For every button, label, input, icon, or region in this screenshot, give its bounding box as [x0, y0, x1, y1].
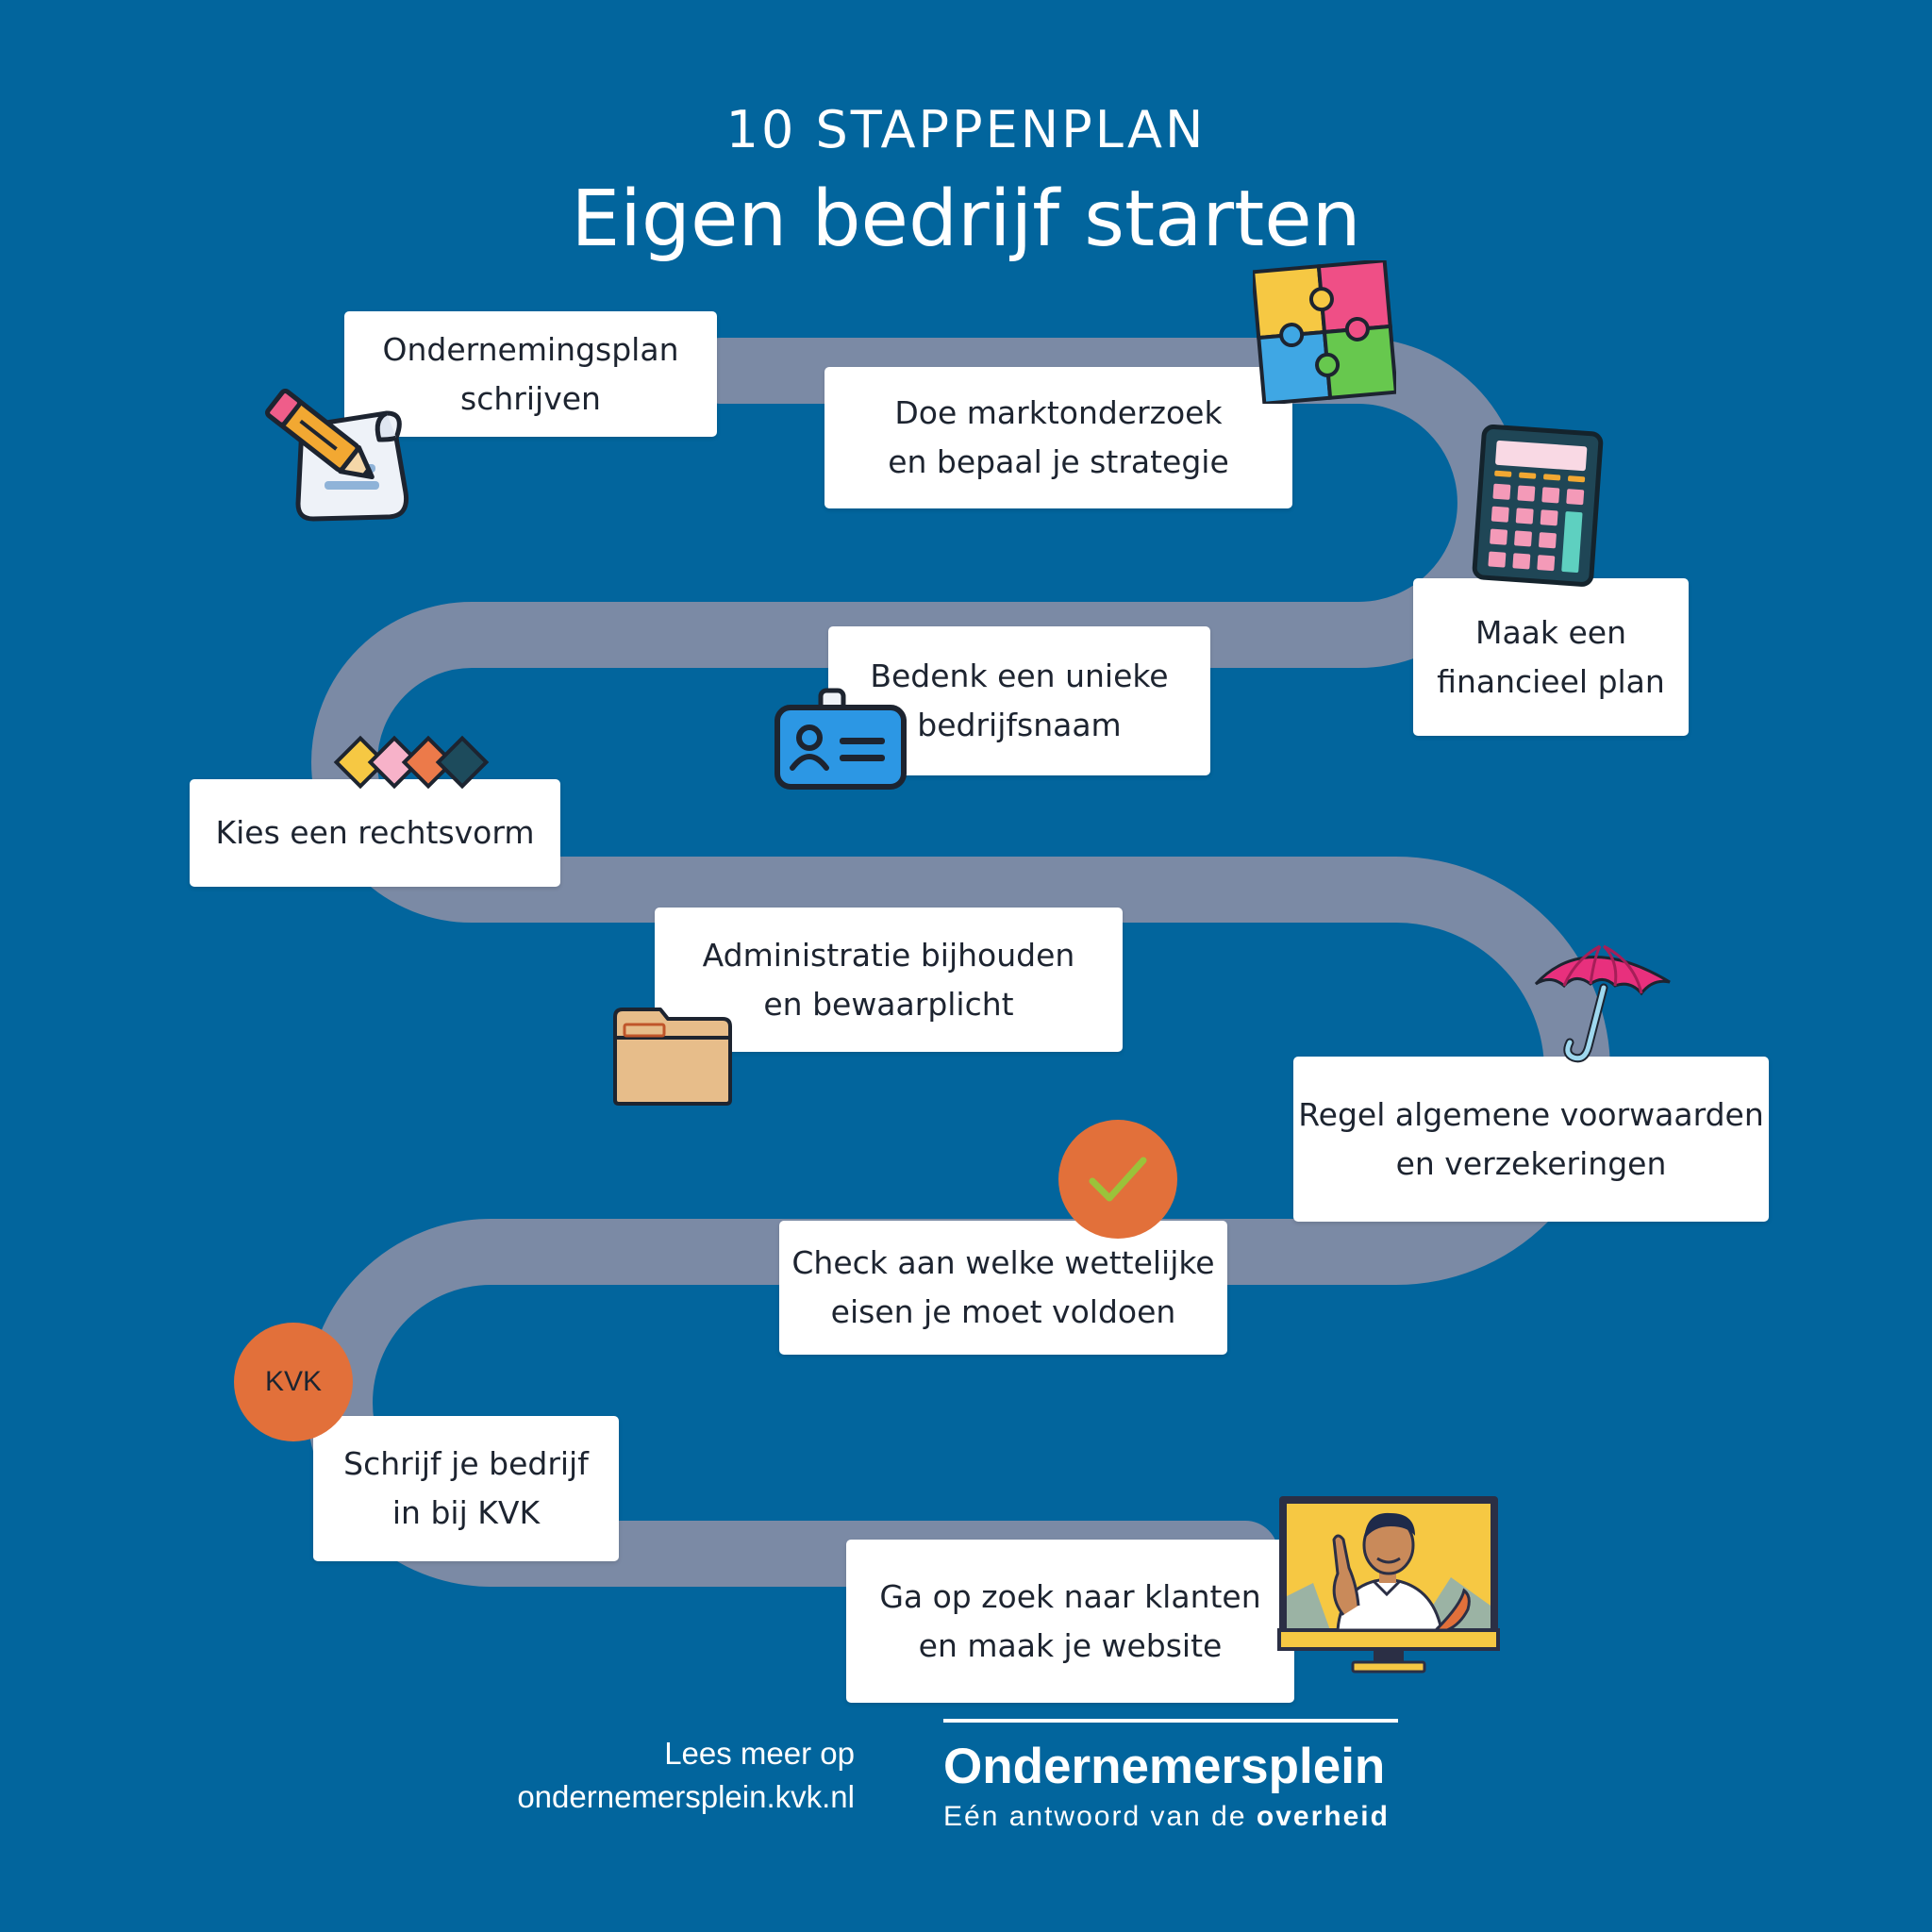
brand-logo: Ondernemersplein Eén antwoord van de ove… — [943, 1719, 1398, 1838]
document-pencil-icon — [265, 389, 409, 522]
step-label-7: Regel algemene voorwaarden en verzekerin… — [1298, 1095, 1764, 1182]
step-card-7: Regel algemene voorwaarden en verzekerin… — [1293, 1057, 1769, 1222]
step-card-5: Kies een rechtsvorm — [190, 779, 560, 887]
step-card-1: Ondernemingsplan schrijven — [344, 311, 717, 437]
step-card-4: Bedenk een unieke bedrijfsnaam — [828, 626, 1210, 775]
brand-tagline: Eén antwoord van de overheid — [943, 1796, 1398, 1838]
step-label-2: Doe marktonderzoek en bepaal je strategi… — [888, 394, 1229, 480]
infographic-subtitle: 10 STAPPENPLAN — [725, 100, 1207, 159]
kvk-badge: KVK — [234, 1323, 353, 1441]
kvk-badge-label: KVK — [264, 1366, 323, 1397]
step-label-10: Ga op zoek naar klanten en maak je websi… — [879, 1577, 1261, 1664]
footer-read-more-url[interactable]: ondernemersplein.kvk.nl — [517, 1779, 855, 1814]
folder-icon — [613, 1008, 732, 1106]
checkmark-icon — [1089, 1157, 1147, 1202]
step-label-3: Maak een financieel plan — [1437, 613, 1665, 700]
id-badge-icon — [774, 688, 907, 790]
step-label-5: Kies een rechtsvorm — [215, 814, 535, 851]
footer-read-more-label: Lees meer op — [664, 1736, 855, 1771]
step-card-9: Schrijf je bedrijf in bij KVK — [313, 1416, 619, 1561]
step-label-6: Administratie bijhouden en bewaarplicht — [702, 936, 1075, 1023]
brand-tagline-text: Eén antwoord van de — [943, 1801, 1247, 1832]
calculator-icon — [1472, 425, 1604, 587]
infographic-title: Eigen bedrijf starten — [571, 175, 1361, 264]
step-card-10: Ga op zoek naar klanten en maak je websi… — [846, 1540, 1294, 1703]
step-card-6: Administratie bijhouden en bewaarplicht — [655, 908, 1123, 1052]
brand-name: Ondernemersplein — [943, 1739, 1386, 1794]
step-label-4: Bedenk een unieke bedrijfsnaam — [870, 658, 1169, 743]
step-label-1: Ondernemingsplan schrijven — [382, 330, 679, 417]
step-label-9: Schrijf je bedrijf in bij KVK — [343, 1445, 589, 1531]
monitor-person-icon — [1277, 1496, 1500, 1674]
step-card-2: Doe marktonderzoek en bepaal je strategi… — [824, 367, 1292, 508]
puzzle-icon — [1253, 260, 1396, 404]
brand-tagline-bold: overheid — [1256, 1801, 1390, 1832]
diamonds-icon — [333, 735, 490, 790]
step-label-8: Check aan welke wettelijke eisen je moet… — [791, 1244, 1215, 1330]
umbrella-icon — [1534, 944, 1671, 1063]
footer-read-more: Lees meer op ondernemersplein.kvk.nl — [517, 1732, 855, 1819]
checkmark-badge — [1058, 1120, 1177, 1239]
step-card-3: Maak een financieel plan — [1413, 578, 1689, 736]
brand-rule — [943, 1719, 1398, 1723]
step-card-8: Check aan welke wettelijke eisen je moet… — [779, 1221, 1227, 1355]
